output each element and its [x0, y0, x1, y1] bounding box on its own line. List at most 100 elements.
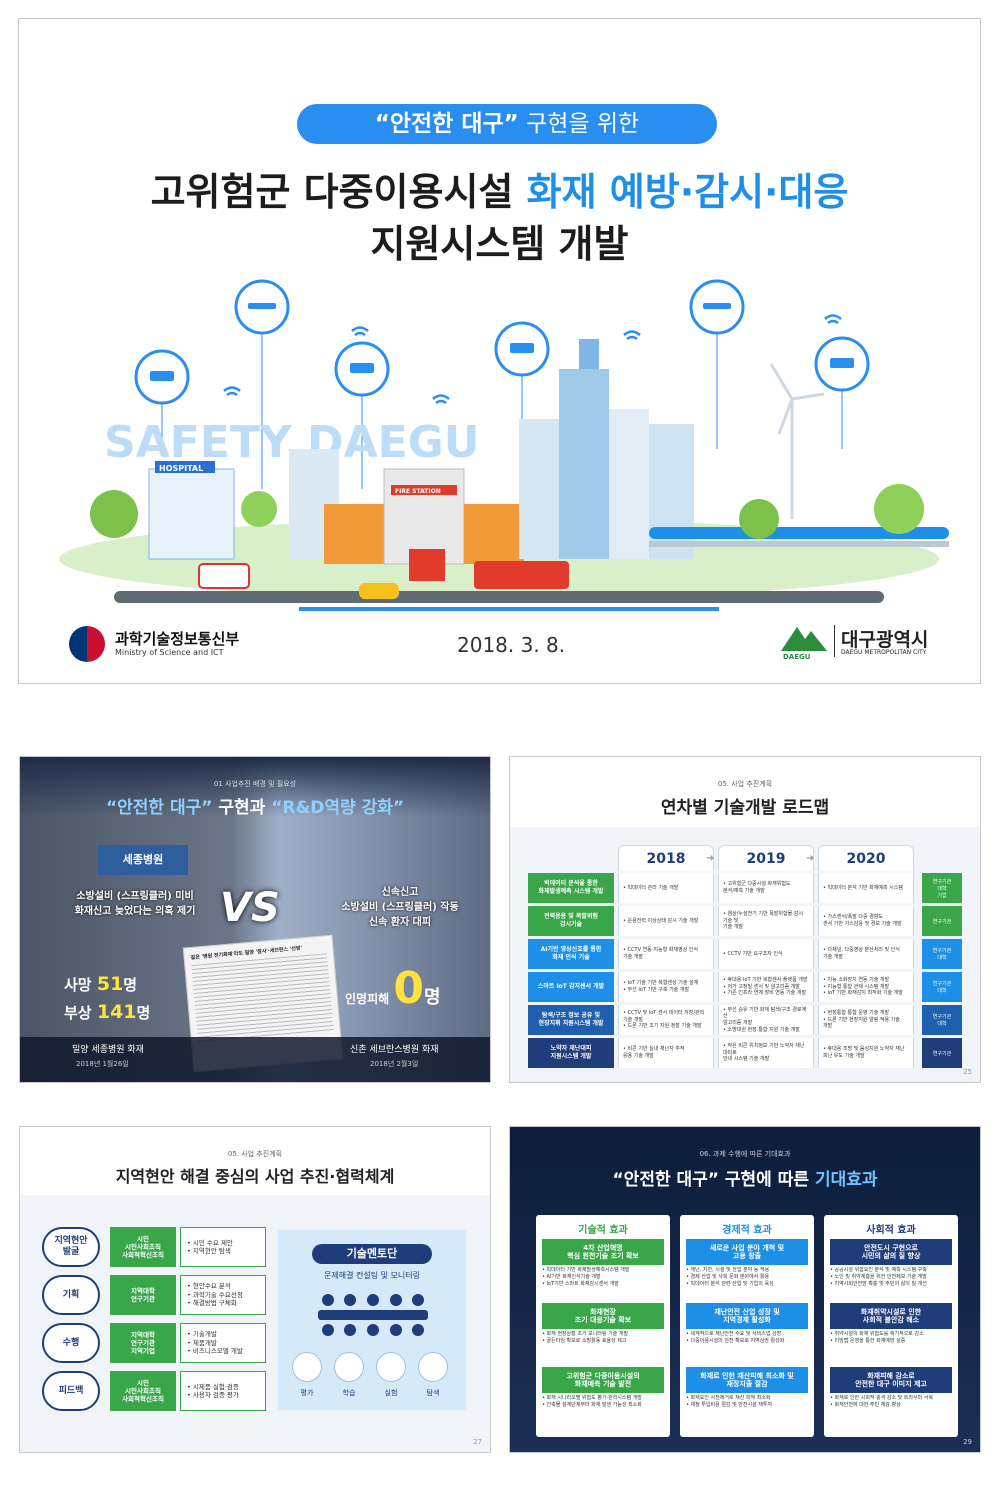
roadmap-slide: 05. 사업 추진계획 연차별 기술개발 로드맵 2018➜2019➜2020 … [509, 756, 981, 1083]
ambulance-icon [198, 563, 250, 589]
roadmap-cell: • IoT 기술 기반 복합센싱 기술 설계 • 무선 IoT 기반 구축 기술… [618, 972, 714, 1002]
death-count: 사망 51명 [64, 973, 138, 995]
cover-slide: “안전한 대구” 구현을 위한 고위험군 다중이용시설 화재 예방·감시·대응 … [18, 18, 981, 684]
roadmap-cell: • 무선 승유 기반 화재 탐색/구조 경로계산 알고리즘 개발 • 소방대원 … [718, 1005, 814, 1035]
task-3: • 시제품 실험·검증 • 사용자 검증 평가 [180, 1371, 266, 1411]
roadmap-org: 연구기관 대학 기업 [922, 873, 962, 903]
daegu-logo-block: DAEGU 대구광역시 DAEGU METROPOLITAN CITY [779, 621, 959, 661]
s3-title: 지역현안 해결 중심의 사업 추진·협력체계 [115, 1167, 395, 1186]
effect-column-head: 사회적 효과 [866, 1225, 916, 1236]
stage-2: 수행 [42, 1323, 100, 1363]
cover-subtitle-pill: “안전한 대구” 구현을 위한 [297, 104, 717, 144]
daegu-name-en: DAEGU METROPOLITAN CITY [841, 649, 927, 656]
effect-box: 재난안전 산업 성장 및 지역경제 활성화 [686, 1303, 808, 1329]
roadmap-cell: • CCTV 연동 지능형 화재영상 인식 기술 개발 [618, 939, 714, 969]
ministry-name: 과학기술정보통신부 [115, 630, 240, 648]
cover-date: 2018. 3. 8. [457, 633, 566, 657]
effect-text: • 빅데이터 기반 화재발생예측시스템 개발 • AI기반 화재인식기술 개발 … [542, 1267, 630, 1287]
effect-text: • 화재 시나리오별 위험도 평가·관리시스템 개발 • 건축물 설계단계부터 … [542, 1395, 642, 1408]
effect-text: • 공공시설 위험요인 분석 및 예측 시스템 구축 • 노인 및 취약계층을 … [830, 1267, 927, 1287]
ministry-name-en: Ministry of Science and ICT [115, 648, 224, 657]
mentor-title: 기술멘토단 [312, 1244, 432, 1264]
effect-text: • 화재로 인한 시회적 충격 감소 및 트라우마 극복 • 화재안전에 대한 … [830, 1395, 934, 1408]
roadmap-year-2018: 2018 [618, 845, 714, 871]
task-1: • 현안수요 분석 • 과학기술 수요선정 • 해결방법 구체화 [180, 1275, 266, 1315]
cover-pill-quote: “안전한 대구” [374, 111, 519, 137]
effect-box: 안전도시 구현으로 시민의 삶의 질 향상 [830, 1239, 952, 1265]
roadmap-row-label: 탐색/구조 정보 공유 및 현장지휘 지원시스템 개발 [528, 1005, 614, 1035]
effect-column-head: 경제적 효과 [722, 1225, 772, 1236]
s2-section-label: 05. 사업 추진계획 [717, 780, 773, 788]
cover-title-line1: 고위험군 다중이용시설 화재 예방·감시·대응 [19, 161, 980, 216]
s1-left-caption: 밀양 세종병원 화재 [72, 1045, 144, 1055]
mentor-icon-label: 탐색 [426, 1389, 440, 1397]
s1-left-date: 2018년 1월26일 [76, 1060, 129, 1068]
wifi-icons [223, 314, 842, 405]
roadmap-cell: • 고위험군 다중시설 화재위험도 분석/예측 기술 개발 [718, 873, 814, 903]
effect-text: • 취약시설의 화재 위험도를 획기적으로 감소 • 리빙랩 운영을 통한 화재… [830, 1331, 924, 1344]
roadmap-cell: • 빅데이터 분석 기반 화재예측 시스템 [818, 873, 914, 903]
page-number: 27 [473, 1438, 482, 1446]
roadmap-cell: • CCTV 기반 요구조자 인식 [718, 939, 814, 969]
roadmap-row-label: 노약자 재난대피 지원시스템 개발 [528, 1038, 614, 1068]
effect-box: 화재현장 조기 대응기술 확보 [542, 1303, 664, 1329]
effect-column-head: 기술적 효과 [578, 1225, 628, 1236]
effect-box: 4차 산업혁명 핵심 원천기술 조기 확보 [542, 1239, 664, 1265]
taegeuk-logo-icon [69, 626, 105, 662]
sejong-hospital-sign: 세종병원 [98, 845, 188, 875]
roadmap-org: 연구기관 [922, 906, 962, 936]
meeting-group-icon [318, 1294, 428, 1336]
actor-1: 지역대학 연구기관 [110, 1275, 176, 1315]
s3-section-label: 05. 사업 추진계획 [227, 1150, 283, 1158]
cover-pill-rest: 구현을 위한 [518, 111, 640, 137]
cover-title-a: 고위험군 다중이용시설 [150, 170, 527, 214]
roadmap-row-label: AI기반 영상신호를 통한 화재 인식 기술 [528, 939, 614, 969]
roadmap-org: 연구기관 [922, 1038, 962, 1068]
stage-1: 기획 [42, 1275, 100, 1315]
stage-3: 피드백 [42, 1371, 100, 1411]
roadmap-cell: • 운용전력 이상상태 감시 기술 개발 [618, 906, 714, 936]
effect-text: • 재난, 치안, 시설 및 산업 분야 등 적용 • 경제 산업 및 사회 문… [686, 1267, 774, 1287]
effect-box: 고위험군 다중이용시설의 화재예측 기술 발전 [542, 1367, 664, 1393]
mentor-icon-3 [418, 1352, 448, 1382]
cover-title-line2: 지원시스템 개발 [370, 222, 629, 266]
stage-0: 지역현안 발굴 [42, 1227, 100, 1267]
roadmap-org: 연구기관 대학 [922, 972, 962, 1002]
city-illustration: SAFETY DAEGU HOSPITAL FIRE STATION [59, 279, 949, 611]
arrow-right-icon: ➜ [806, 853, 815, 864]
actor-3: 시민 시민사회조직 사회적혁신조직 [110, 1371, 176, 1411]
s1-left-text: 소방설비 (스프링클러) 미비 화재신고 늦었다는 의혹 제기 [74, 891, 196, 917]
effect-text: • 화재 현장상황 조기 모니터링 기술 개발 • 골든타임 확보로 소방활동 … [542, 1331, 629, 1344]
cover-title-b: 화재 예방·감시·대응 [526, 170, 849, 214]
car-icon [359, 583, 399, 599]
fire-truck-icon [474, 561, 569, 589]
s1-right-caption: 신촌 세브란스병원 화재 [350, 1045, 439, 1055]
daegu-mountain-logo-icon: DAEGU [781, 627, 827, 661]
mentor-icon-label: 실험 [384, 1389, 398, 1397]
effect-box: 화재로 인한 재산피해 최소화 및 재정지출 절감 [686, 1367, 808, 1393]
task-0: • 시민 수요 제안 • 지역현안 탐색 [180, 1227, 266, 1267]
actor-2: 지역대학 연구기관 지역기업 [110, 1323, 176, 1363]
roadmap-cell: • 휴대용 IoT 기반 복합센서 플랫폼 개발 • 저가 고정밀 센서 및 알… [718, 972, 814, 1002]
s2-title: 연차별 기술개발 로드맵 [660, 798, 830, 818]
task-2: • 기술개발 • 제품개발 • 비즈니스모델 개발 [180, 1323, 266, 1363]
roadmap-cell: • 비콘 기반 실내 재난자 추적 응용 기술 개발 [618, 1038, 714, 1068]
roadmap-row-label: 빅데이터 분석을 통한 화재발생예측 시스템 개발 [528, 873, 614, 903]
svg-text:DAEGU: DAEGU [783, 653, 811, 661]
effect-box: 화재취약시설로 인한 사회적 불안감 해소 [830, 1303, 952, 1329]
page-number: 29 [963, 1438, 972, 1446]
vs-label: VS [220, 885, 280, 931]
daegu-name: 대구광역시 [841, 629, 929, 651]
injury-count: 부상 141명 [64, 1001, 151, 1023]
roadmap-cell: • 염상/누설전기 기반 폭발위험물 감시 기술 및 기술 개발 [718, 906, 814, 936]
effect-column-0: 기술적 효과 4차 산업혁명 핵심 원천기술 조기 확보• 빅데이터 기반 화재발… [536, 1215, 670, 1437]
cooperation-slide: 05. 사업 추진계획 지역현안 해결 중심의 사업 추진·협력체계 지역현안 … [19, 1126, 491, 1453]
mentor-subtitle: 문제해결 컨설팅 및 모니터링 [324, 1271, 420, 1280]
s1-right-date: 2018년 2월3일 [370, 1060, 419, 1068]
effect-box: 새로운 사업 분야 개척 및 고용 창출 [686, 1239, 808, 1265]
wind-turbines [769, 363, 825, 519]
fire-truck-icon [409, 549, 445, 581]
roadmap-cell: • 다채널, 다중영상 분산처리 및 인식 기술 개발 [818, 939, 914, 969]
effects-slide: 06. 과제 수행에 따른 기대효과 “안전한 대구” 구현에 따른 기대효과 … [509, 1126, 981, 1453]
